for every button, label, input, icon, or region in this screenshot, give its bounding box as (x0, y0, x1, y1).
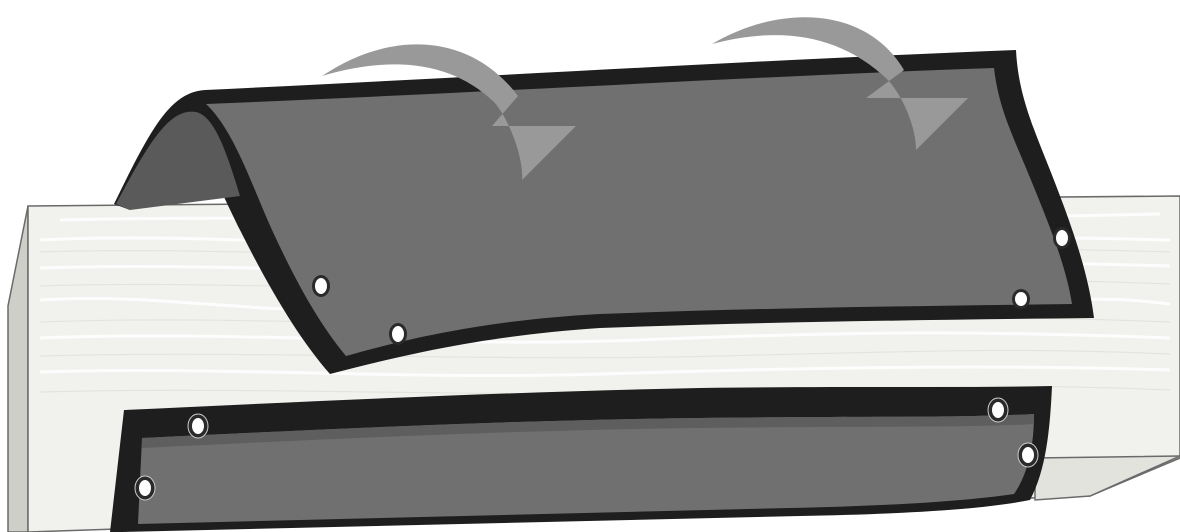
grommet-icon (1018, 443, 1038, 467)
board-end-face (8, 206, 28, 532)
grommet-icon (988, 398, 1008, 422)
grommet-icon (312, 275, 330, 297)
grommet-icon (1012, 289, 1030, 309)
lower-tarp (110, 386, 1052, 532)
grommet-icon (1053, 227, 1071, 249)
grommet-icon (389, 323, 407, 345)
board-bottom-face (1035, 456, 1180, 500)
grommet-icon (188, 414, 208, 438)
grommet-icon (135, 476, 155, 500)
